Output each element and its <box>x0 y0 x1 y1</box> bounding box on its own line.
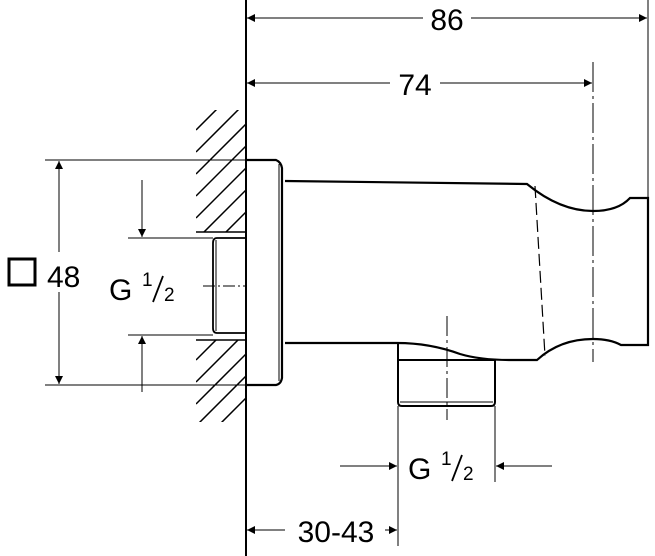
hidden-edge <box>534 185 546 357</box>
inlet-thread-numerator: 1 <box>142 270 153 291</box>
extension-lines <box>45 0 649 546</box>
outlet-thread-numerator: 1 <box>441 449 452 470</box>
square-symbol-icon <box>7 257 37 287</box>
dimension-30-43-label: 30-43 <box>298 516 375 549</box>
outlet-thread-denominator: 2 <box>463 464 474 485</box>
dimension-48-label: 48 <box>47 261 80 294</box>
inlet-thread-label: G <box>109 274 132 307</box>
wall-flange <box>246 158 284 387</box>
outlet-thread <box>397 343 496 407</box>
dimension-outlet-thread: G 1 2 <box>340 449 552 486</box>
dimension-30-43: 30-43 <box>247 514 397 549</box>
holder-body <box>284 179 650 362</box>
dimension-86: 86 <box>247 4 647 37</box>
outlet-thread-label: G <box>408 453 431 486</box>
inlet-thread-denominator: 2 <box>164 285 175 306</box>
dimension-inlet-thread: G 1 2 <box>109 180 175 392</box>
wall-hatching <box>196 110 246 422</box>
fraction-slash <box>451 454 463 482</box>
dimension-86-label: 86 <box>430 4 463 37</box>
fraction-slash <box>152 275 164 303</box>
dimension-square-48: 48 <box>4 161 94 384</box>
dimension-74-label: 74 <box>398 69 431 102</box>
dimension-74: 74 <box>247 68 592 102</box>
